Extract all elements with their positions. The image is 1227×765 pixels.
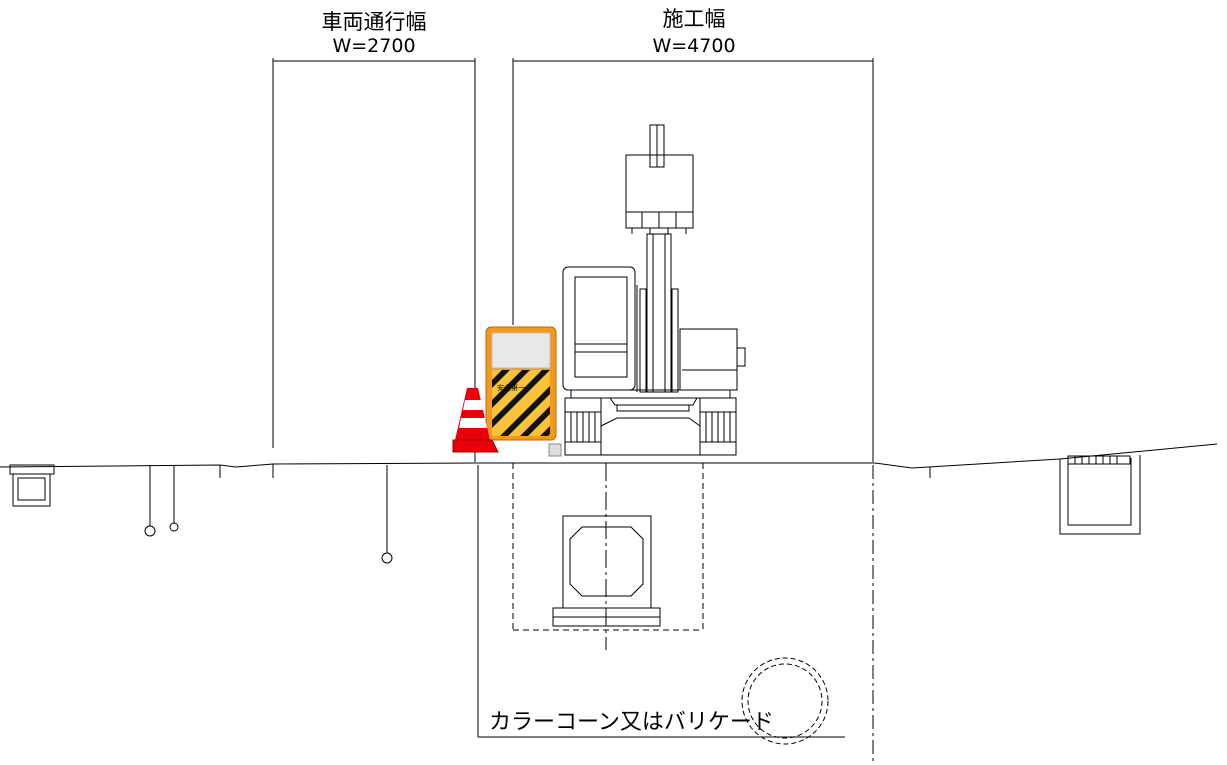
box-culvert (552, 515, 661, 627)
excavator (562, 124, 746, 456)
center-pipe (381, 552, 393, 564)
left-pipe-1 (144, 525, 156, 537)
traffic-cone (452, 388, 499, 453)
work-width-value: W=4700 (652, 35, 735, 57)
callout-leader (477, 465, 845, 738)
excavation-outline (512, 463, 704, 631)
callout-label: カラーコーン又はバリケード (489, 710, 774, 735)
barricade: 安全第一 (485, 326, 562, 457)
existing-pipe (741, 657, 829, 745)
ground-line (0, 443, 1218, 469)
barricade-sign-text: 安全第一 (497, 383, 525, 392)
vehicle-width-title: 車両通行幅 (322, 10, 427, 34)
left-gutter (9, 464, 55, 507)
work-width-title: 施工幅 (663, 7, 726, 31)
left-pipe-2 (169, 522, 179, 532)
vehicle-width-dimension (272, 58, 476, 462)
vehicle-width-value: W=2700 (332, 35, 415, 57)
work-width-dimension (512, 58, 874, 762)
right-culvert (1059, 455, 1141, 535)
